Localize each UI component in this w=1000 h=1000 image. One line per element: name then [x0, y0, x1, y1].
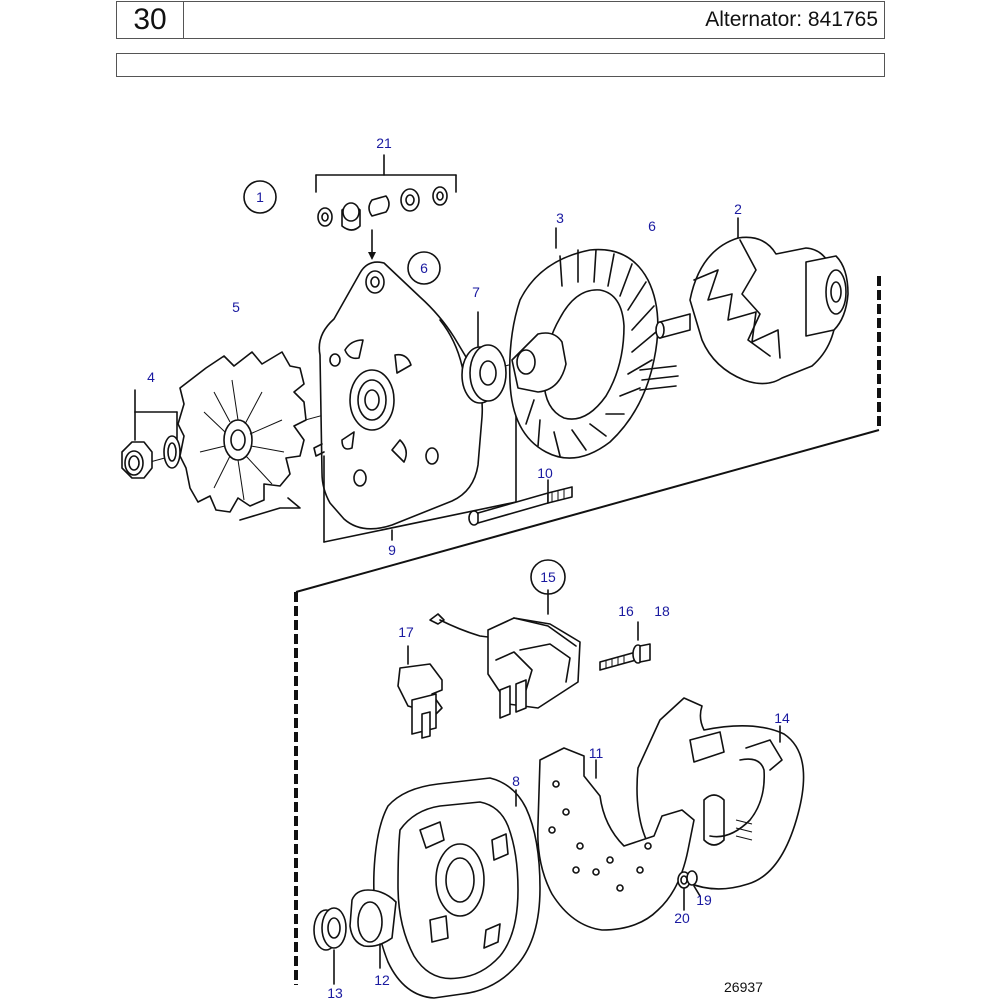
callout-20: 20	[674, 910, 690, 926]
drawing-number: 26937	[724, 979, 763, 995]
page-title: Alternator: 841765	[705, 8, 878, 31]
callout-13: 13	[327, 985, 343, 1000]
rear-bearing-part	[313, 907, 347, 985]
callout-16: 16	[618, 603, 634, 619]
small-nut-washer-part	[677, 870, 701, 911]
callout-6: 6	[648, 218, 656, 234]
drive-end-bracket-part	[313, 261, 484, 530]
callout-10: 10	[537, 465, 553, 481]
through-bolt-part	[468, 479, 573, 526]
callout-labels: 1 6 15 21 3 6 2 5 7 4 10 9 16 18 17 14 1…	[147, 135, 790, 1000]
rectifier-part	[536, 747, 695, 931]
callout-11: 11	[589, 745, 604, 761]
callout-15-circle	[530, 559, 566, 595]
callout-6-circled: 6	[420, 260, 428, 276]
fan-part	[177, 351, 307, 521]
callout-2: 2	[734, 201, 742, 217]
callout-17: 17	[398, 624, 414, 640]
brush-holder-part	[397, 645, 443, 739]
bearing-part	[461, 311, 507, 404]
callout-14: 14	[774, 710, 790, 726]
nut-washer-part	[121, 389, 181, 479]
upper-frame	[294, 276, 881, 985]
callout-12: 12	[374, 972, 390, 988]
callout-1: 1	[256, 189, 264, 205]
callout-6-circle	[407, 251, 441, 285]
callout-18: 18	[654, 603, 670, 619]
seal-part	[349, 889, 397, 969]
subtitle-box	[116, 53, 885, 77]
slip-ring-end-bracket-part	[372, 777, 541, 999]
stator-part	[508, 227, 679, 459]
callout-19: 19	[696, 892, 712, 908]
callout-5: 5	[232, 299, 240, 315]
regulator-part	[429, 589, 581, 719]
callout-3: 3	[556, 210, 564, 226]
header-box: 30 Alternator: 841765	[116, 1, 885, 39]
terminal-kit-part	[315, 154, 457, 260]
section-number: 30	[117, 2, 184, 38]
callout-9: 9	[388, 542, 396, 558]
callout-7: 7	[472, 284, 480, 300]
callout-21: 21	[376, 135, 392, 151]
callout-1-circle	[243, 180, 277, 214]
screw-washer-part	[599, 621, 651, 671]
callout-15: 15	[540, 569, 556, 585]
rotor-part	[655, 217, 849, 385]
callout-8: 8	[512, 773, 520, 789]
callout-4: 4	[147, 369, 155, 385]
